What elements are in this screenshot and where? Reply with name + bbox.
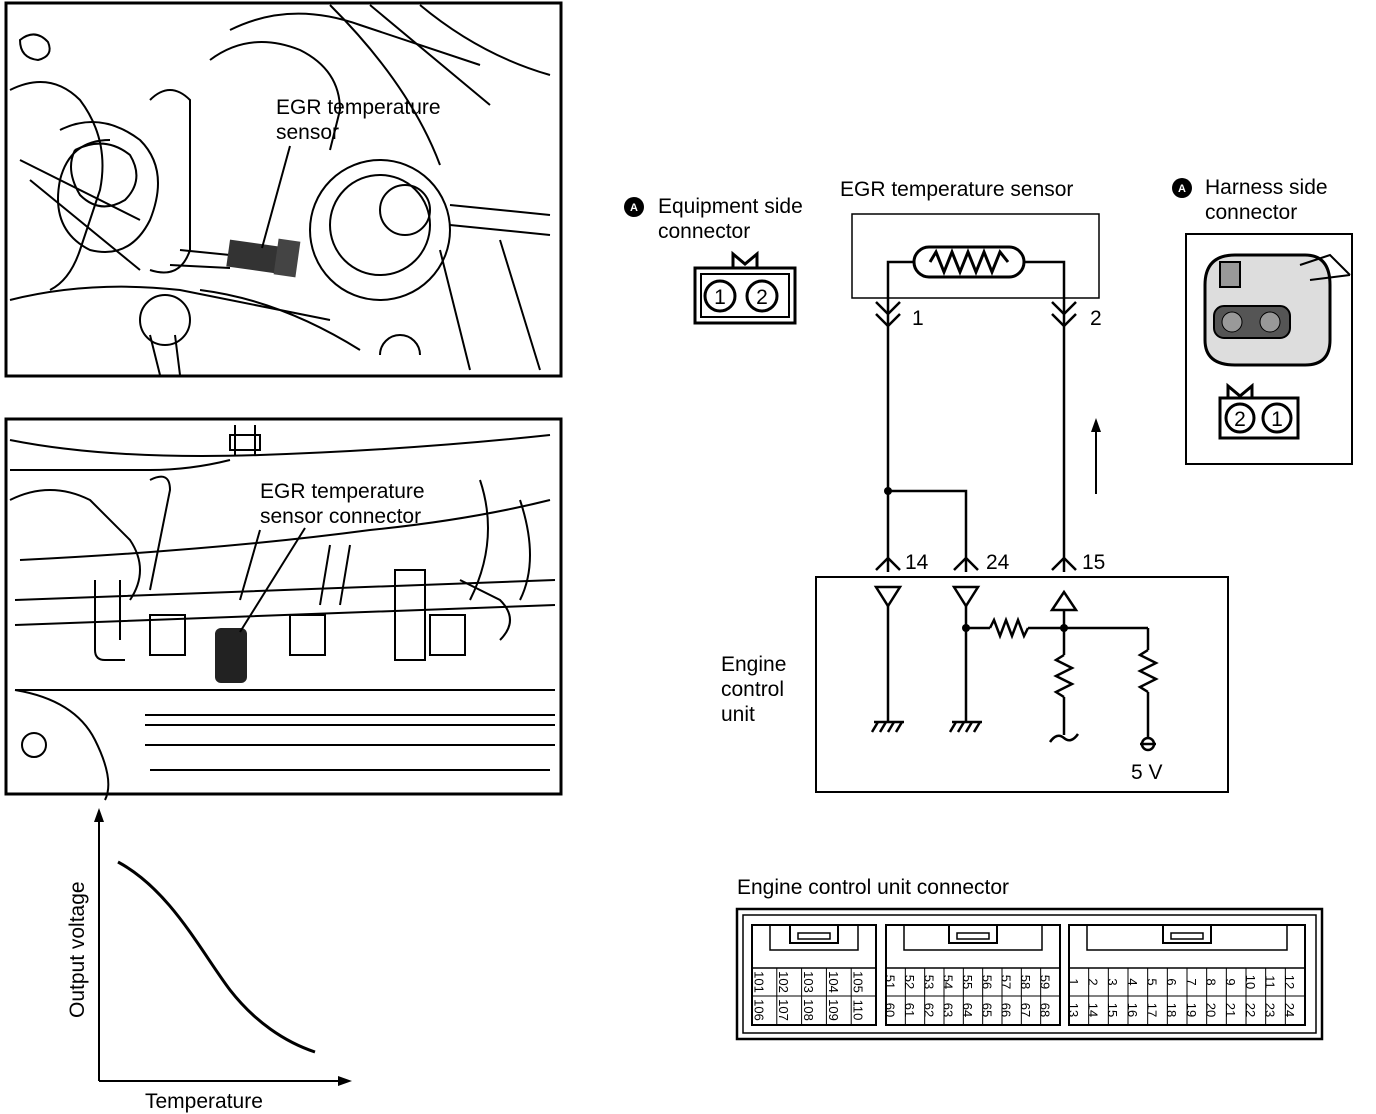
equipment-connector-label-line1: Equipment side bbox=[658, 195, 803, 218]
sensor-pin-2-label: 2 bbox=[1090, 307, 1102, 330]
wiring-schematic: EGR temperature sensor 1 2 14 24 15 Engi… bbox=[721, 178, 1229, 793]
harness-pin-2: 2 bbox=[1234, 408, 1246, 431]
ecu-pin-label: 1 bbox=[1066, 978, 1081, 985]
ecu-pin-label: 106 bbox=[751, 999, 766, 1021]
ecu-pin-label: 54 bbox=[941, 975, 956, 989]
equipment-connector-label-line2: connector bbox=[658, 220, 750, 243]
graph-x-label: Temperature bbox=[145, 1090, 263, 1113]
equipment-pin-2: 2 bbox=[756, 286, 768, 309]
wire-pin2 bbox=[1024, 260, 1066, 572]
ecu-pin-label: 18 bbox=[1164, 1003, 1179, 1017]
connector-photo-label-line1: EGR temperature bbox=[260, 480, 425, 503]
graph-y-label: Output voltage bbox=[66, 881, 89, 1018]
ecu-pin-label: 109 bbox=[826, 999, 841, 1021]
ecu-pin-label: 51 bbox=[883, 975, 898, 989]
ecu-connector-block3: 1 13 2 14 3 15 4 16 5 17 6 18 7 19 8 20 9 21 10 22 11 23 12 24 bbox=[1066, 924, 1306, 1026]
harness-connector-label-line1: Harness side bbox=[1205, 176, 1328, 199]
ecu-pin-label: 57 bbox=[999, 975, 1014, 989]
ecu-connector-pin-grid: 1011061021071031081041091051105160526153… bbox=[751, 924, 1306, 1026]
ecu-pin-label: 9 bbox=[1223, 978, 1238, 985]
ecu-pin-label: 4 bbox=[1125, 978, 1140, 985]
voltage-temperature-graph: Output voltage Temperature bbox=[66, 808, 352, 1113]
ecu-connector-title: Engine control unit connector bbox=[737, 876, 1009, 899]
ecu-pin-label: 107 bbox=[776, 999, 791, 1021]
equipment-pin-1: 1 bbox=[714, 286, 726, 309]
ecu-pin-label: 101 bbox=[751, 971, 766, 993]
ecu-pin-label: 12 bbox=[1282, 975, 1297, 989]
sensor-pin-1-label: 1 bbox=[912, 307, 924, 330]
ecu-label-line3: unit bbox=[721, 703, 755, 726]
ecu-pin-label: 17 bbox=[1145, 1003, 1160, 1017]
ecu-pin-label: 3 bbox=[1105, 978, 1120, 985]
ecu-pin-label: 64 bbox=[960, 1003, 975, 1017]
voltage-curve bbox=[117, 860, 316, 1054]
ecu-pin-label: 8 bbox=[1204, 978, 1219, 985]
ecu-pin-label: 19 bbox=[1184, 1003, 1199, 1017]
ecu-pin-label: 52 bbox=[902, 975, 917, 989]
ecu-pin-label: 68 bbox=[1037, 1003, 1052, 1017]
ecu-terminal-24: 24 bbox=[986, 551, 1010, 574]
ecu-label-line2: control bbox=[721, 678, 784, 701]
ecu-box bbox=[815, 576, 1229, 793]
ecu-pin-label: 5 bbox=[1145, 978, 1160, 985]
harness-connector-label-line2: connector bbox=[1205, 201, 1297, 224]
ecu-pin-label: 66 bbox=[999, 1003, 1014, 1017]
ecu-pin-label: 63 bbox=[941, 1003, 956, 1017]
connector-photo-label-line2: sensor connector bbox=[260, 505, 421, 528]
wire-pin1 bbox=[886, 260, 914, 492]
ecu-terminal-14: 14 bbox=[905, 551, 929, 574]
ecu-pin-label: 16 bbox=[1125, 1003, 1140, 1017]
ecu-5v-label: 5 V bbox=[1131, 761, 1163, 784]
ecu-pin-label: 56 bbox=[979, 975, 994, 989]
ecu-pin-label: 55 bbox=[960, 975, 975, 989]
ecu-connector: Engine control unit connector 1011061021… bbox=[735, 876, 1324, 1041]
ecu-pin-label: 108 bbox=[801, 999, 816, 1021]
sensor-title: EGR temperature sensor bbox=[840, 178, 1073, 201]
sensor-photo-label-line1: EGR temperature bbox=[276, 96, 441, 119]
ecu-pin-label: 61 bbox=[902, 1003, 917, 1017]
equipment-connector-marker: A bbox=[630, 202, 638, 214]
ecu-pin-label: 65 bbox=[979, 1003, 994, 1017]
ecu-pin-label: 7 bbox=[1184, 978, 1199, 985]
ecu-pin-label: 22 bbox=[1243, 1003, 1258, 1017]
ecu-pin-label: 20 bbox=[1204, 1003, 1219, 1017]
harness-pin-1: 1 bbox=[1271, 408, 1283, 431]
ecu-pin-label: 10 bbox=[1243, 975, 1258, 989]
ecu-pin-label: 60 bbox=[883, 1003, 898, 1017]
ecu-pin-label: 103 bbox=[801, 971, 816, 993]
ecu-pin-label: 6 bbox=[1164, 978, 1179, 985]
equipment-side-connector: A Equipment side connector 1 2 bbox=[624, 195, 803, 325]
harness-side-connector: A Harness side connector 2 1 bbox=[1172, 176, 1353, 465]
ecu-pin-label: 11 bbox=[1263, 975, 1278, 989]
ecu-pin-label: 102 bbox=[776, 971, 791, 993]
ecu-pin-label: 14 bbox=[1086, 1003, 1101, 1017]
photo-panel-connector-location: EGR temperature sensor connector bbox=[4, 417, 563, 801]
ecu-pin-label: 2 bbox=[1086, 978, 1101, 985]
ecu-pin-label: 67 bbox=[1018, 1003, 1033, 1017]
ecu-connector-block2: 51 60 52 61 53 62 54 63 55 64 56 65 57 66 58 67 59 68 bbox=[883, 924, 1061, 1026]
ecu-pin-label: 23 bbox=[1263, 1003, 1278, 1017]
ecu-pin-label: 59 bbox=[1037, 975, 1052, 989]
ecu-terminal-15: 15 bbox=[1082, 551, 1105, 574]
harness-connector-illustration bbox=[1203, 253, 1351, 367]
ecu-pin-label: 13 bbox=[1066, 1003, 1081, 1017]
ecu-pin-label: 105 bbox=[851, 971, 866, 993]
ecu-pin-label: 104 bbox=[826, 971, 841, 993]
ecu-connector-block1: 101 106 102 107 103 108 104 109 105 110 bbox=[751, 924, 877, 1026]
ecu-pin-label: 58 bbox=[1018, 975, 1033, 989]
sensor-photo-label-line2: sensor bbox=[276, 121, 339, 144]
ecu-pin-label: 24 bbox=[1282, 1003, 1297, 1017]
harness-connector-marker: A bbox=[1178, 183, 1186, 195]
ecu-pin-label: 21 bbox=[1223, 1003, 1238, 1017]
ecu-pin-label: 53 bbox=[921, 975, 936, 989]
photo-panel-sensor-location: EGR temperature sensor bbox=[4, 1, 563, 378]
ecu-pin-label: 110 bbox=[851, 1000, 866, 1021]
sensor-box bbox=[851, 213, 1100, 299]
ecu-pin-label: 15 bbox=[1105, 1003, 1120, 1017]
ecu-label-line1: Engine bbox=[721, 653, 786, 676]
ecu-pin-label: 62 bbox=[921, 1003, 936, 1017]
